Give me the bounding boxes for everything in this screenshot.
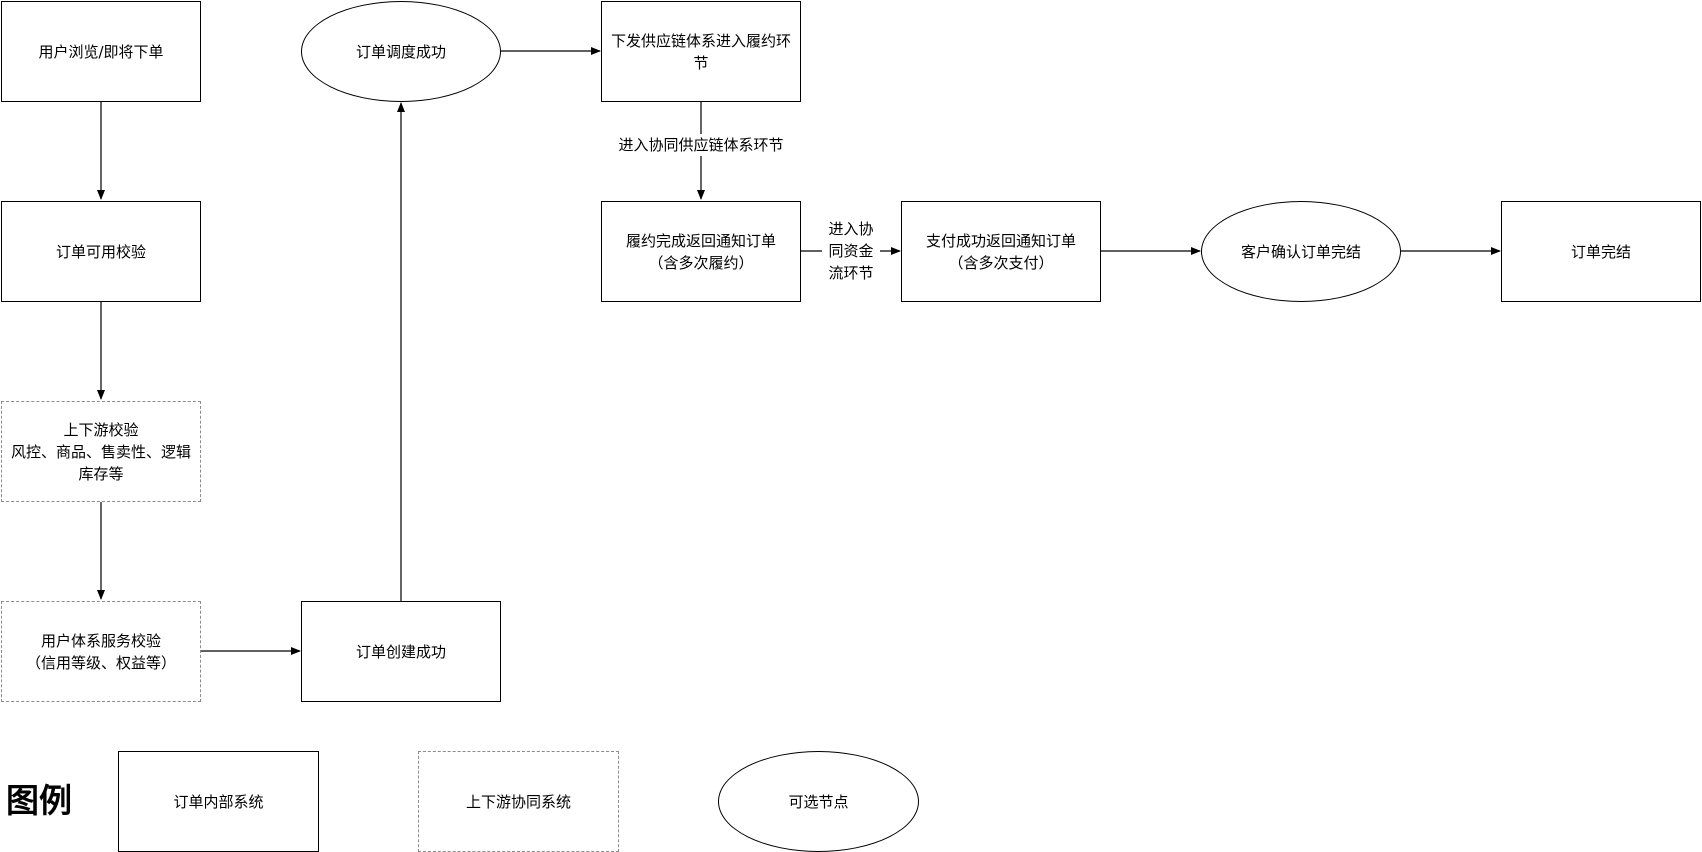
node-payment-done-label: 支付成功返回通知订单 （含多次支付） xyxy=(925,231,1076,272)
node-user-system-check: 用户体系服务校验 （信用等级、权益等） xyxy=(1,601,201,702)
node-user-browse: 用户浏览/即将下单 xyxy=(1,1,201,102)
node-order-complete-label: 订单完结 xyxy=(1570,242,1631,261)
edge-label-supply-chain: 进入协同供应链体系环节 xyxy=(611,134,791,156)
node-order-dispatch-success-label: 订单调度成功 xyxy=(355,42,446,61)
node-order-dispatch-success: 订单调度成功 xyxy=(301,1,501,102)
node-customer-confirm: 客户确认订单完结 xyxy=(1201,201,1401,302)
node-customer-confirm-label: 客户确认订单完结 xyxy=(1240,242,1361,261)
legend-title: 图例 xyxy=(6,781,72,820)
node-order-created-label: 订单创建成功 xyxy=(355,642,446,661)
node-fulfillment-done-label: 履约完成返回通知订单 （含多次履约） xyxy=(625,231,776,272)
node-order-complete: 订单完结 xyxy=(1501,201,1701,302)
node-order-available-check-label: 订单可用校验 xyxy=(55,242,146,261)
node-user-system-check-label: 用户体系服务校验 （信用等级、权益等） xyxy=(25,631,176,672)
node-updown-check: 上下游校验 风控、商品、售卖性、逻辑库存等 xyxy=(1,401,201,502)
node-supply-chain-dispatch-label: 下发供应链体系进入履约环节 xyxy=(610,31,791,72)
node-fulfillment-done: 履约完成返回通知订单 （含多次履约） xyxy=(601,201,801,302)
legend-internal-system: 订单内部系统 xyxy=(118,751,319,852)
node-order-created: 订单创建成功 xyxy=(301,601,501,702)
legend-updown-system-label: 上下游协同系统 xyxy=(465,792,571,811)
edge-label-funds-flow: 进入协 同资金 流环节 xyxy=(822,218,880,284)
node-user-browse-label: 用户浏览/即将下单 xyxy=(38,42,164,61)
node-supply-chain-dispatch: 下发供应链体系进入履约环节 xyxy=(601,1,801,102)
node-order-available-check: 订单可用校验 xyxy=(1,201,201,302)
node-payment-done: 支付成功返回通知订单 （含多次支付） xyxy=(901,201,1101,302)
legend-optional-node: 可选节点 xyxy=(718,751,919,852)
legend-updown-system: 上下游协同系统 xyxy=(418,751,619,852)
node-updown-check-label: 上下游校验 风控、商品、售卖性、逻辑库存等 xyxy=(10,420,191,483)
legend-internal-system-label: 订单内部系统 xyxy=(173,792,264,811)
legend-optional-node-label: 可选节点 xyxy=(788,792,849,811)
